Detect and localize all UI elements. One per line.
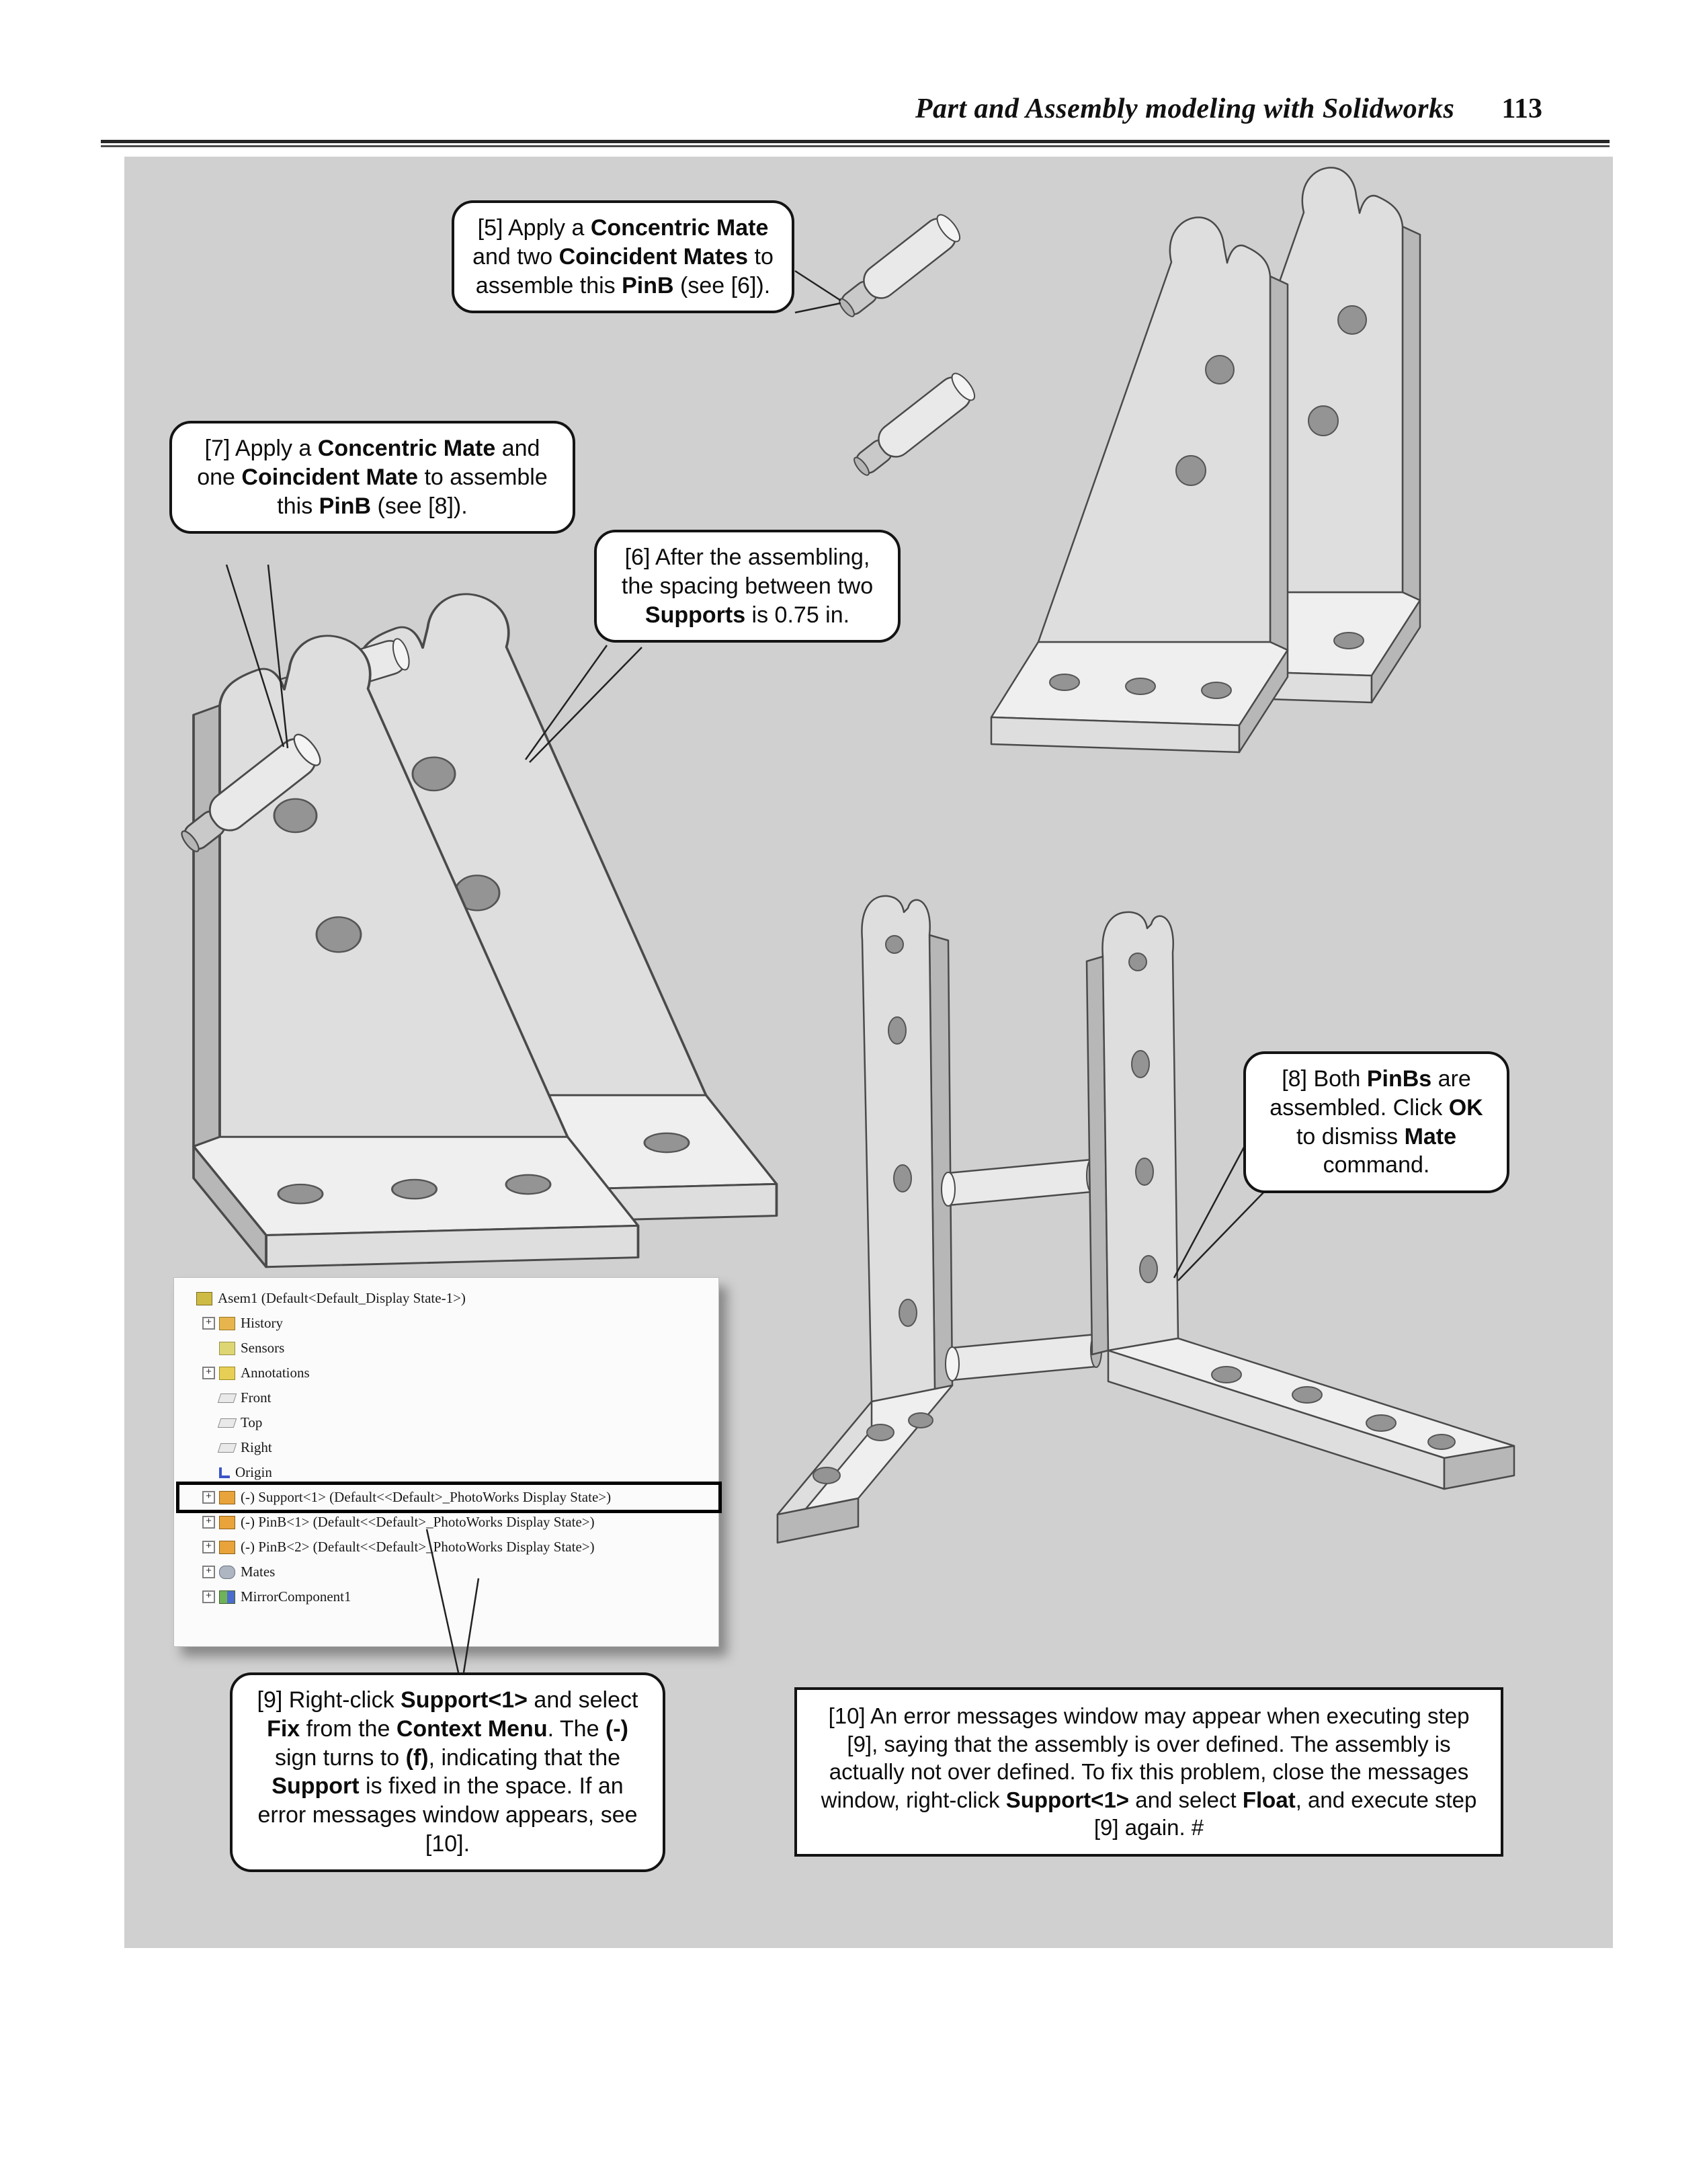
assembly-icon bbox=[196, 1291, 212, 1305]
callout-9-text: [9] Right-click Support<1> and select Fi… bbox=[257, 1687, 638, 1857]
header-rule bbox=[101, 140, 1610, 147]
feature-tree-item-label: Mates bbox=[241, 1564, 276, 1580]
callout-pointer bbox=[524, 645, 642, 763]
feature-tree-item-label: MirrorComponent1 bbox=[241, 1588, 351, 1605]
feature-tree-item: + Mates bbox=[179, 1560, 718, 1584]
feature-tree-item: + (-) PinB<1> (Default<<Default>_PhotoWo… bbox=[179, 1510, 718, 1535]
support-bracket bbox=[990, 216, 1289, 754]
plane-icon bbox=[217, 1418, 237, 1428]
feature-tree-item: Top bbox=[179, 1410, 718, 1435]
plane-icon bbox=[217, 1443, 237, 1453]
feature-tree-item: Origin bbox=[179, 1460, 718, 1485]
feature-tree-item: + Annotations bbox=[179, 1361, 718, 1385]
callout-6-text: [6] After the assembling, the spacing be… bbox=[621, 544, 874, 628]
expand-icon: + bbox=[202, 1317, 215, 1330]
expand-icon: + bbox=[202, 1367, 215, 1379]
feature-tree-item: Right bbox=[179, 1435, 718, 1460]
callout-5-text: [5] Apply a Concentric Mate and two Coin… bbox=[472, 215, 774, 298]
callout-7: [7] Apply a Concentric Mate and one Coin… bbox=[169, 421, 575, 534]
callout-7-text: [7] Apply a Concentric Mate and one Coin… bbox=[197, 436, 548, 519]
feature-tree-item: Asem1 (Default<Default_Display State-1>) bbox=[179, 1286, 718, 1311]
feature-tree-item-label: (-) PinB<2> (Default<<Default>_PhotoWork… bbox=[241, 1539, 595, 1555]
feature-tree-item-label: (-) PinB<1> (Default<<Default>_PhotoWork… bbox=[241, 1514, 595, 1530]
feature-tree-item: + (-) Support<1> (Default<<Default>_Phot… bbox=[176, 1482, 722, 1513]
part-icon bbox=[219, 1490, 235, 1504]
expand-icon: + bbox=[202, 1491, 215, 1504]
feature-tree-item-label: Sensors bbox=[241, 1340, 285, 1356]
feature-tree-item-label: Top bbox=[241, 1414, 263, 1430]
callout-pointer bbox=[225, 564, 289, 749]
expand-icon: + bbox=[202, 1541, 215, 1553]
page-number: 113 bbox=[1501, 93, 1542, 124]
sensors-icon bbox=[219, 1341, 235, 1355]
callout-5: [5] Apply a Concentric Mate and two Coin… bbox=[452, 200, 794, 314]
callout-9-pointer bbox=[425, 1529, 480, 1673]
feature-tree-item: + (-) PinB<2> (Default<<Default>_PhotoWo… bbox=[179, 1535, 718, 1560]
feature-tree-item-label: Front bbox=[241, 1389, 272, 1406]
mirror-icon bbox=[219, 1590, 235, 1604]
part-icon bbox=[219, 1540, 235, 1554]
callout-pointer bbox=[794, 270, 841, 314]
callout-10: [10] An error messages window may appear… bbox=[794, 1687, 1503, 1857]
feature-tree-item-label: (-) Support<1> (Default<<Default>_PhotoW… bbox=[241, 1489, 612, 1505]
part-icon bbox=[219, 1515, 235, 1529]
feature-tree-item-label: Annotations bbox=[241, 1365, 310, 1381]
callout-6: [6] After the assembling, the spacing be… bbox=[594, 530, 901, 643]
feature-tree-item-label: Right bbox=[241, 1439, 272, 1455]
feature-tree-item: Sensors bbox=[179, 1336, 718, 1361]
annotations-icon bbox=[219, 1366, 235, 1380]
callout-9: [9] Right-click Support<1> and select Fi… bbox=[230, 1672, 665, 1872]
pinb-pin bbox=[832, 210, 965, 325]
origin-icon bbox=[219, 1467, 230, 1478]
callout-8: [8] Both PinBs are assembled. Click OK t… bbox=[1243, 1051, 1509, 1194]
expand-icon: + bbox=[202, 1590, 215, 1603]
feature-tree-item-label: History bbox=[241, 1315, 283, 1331]
assembled-support-pair bbox=[776, 895, 1515, 1544]
feature-tree-item: + MirrorComponent1 bbox=[179, 1584, 718, 1609]
callout-pointer bbox=[1173, 1144, 1265, 1281]
figure-artwork bbox=[173, 167, 1515, 1544]
plane-icon bbox=[217, 1393, 237, 1403]
callout-10-text: [10] An error messages window may appear… bbox=[821, 1703, 1477, 1841]
feature-tree: Asem1 (Default<Default_Display State-1>)… bbox=[173, 1277, 722, 1647]
mates-icon bbox=[219, 1565, 235, 1579]
feature-tree-item: + History bbox=[179, 1311, 718, 1336]
feature-tree-item: Front bbox=[179, 1385, 718, 1410]
pinb-pin bbox=[847, 368, 980, 483]
callout-8-text: [8] Both PinBs are assembled. Click OK t… bbox=[1269, 1066, 1483, 1178]
feature-tree-item-label: Origin bbox=[235, 1464, 272, 1480]
page-header: Part and Assembly modeling with Solidwor… bbox=[101, 93, 1610, 125]
page-title: Part and Assembly modeling with Solidwor… bbox=[915, 93, 1455, 124]
history-folder-icon bbox=[219, 1316, 235, 1330]
feature-tree-item-label: Asem1 (Default<Default_Display State-1>) bbox=[218, 1290, 466, 1306]
expand-icon: + bbox=[202, 1566, 215, 1578]
expand-icon: + bbox=[202, 1516, 215, 1529]
